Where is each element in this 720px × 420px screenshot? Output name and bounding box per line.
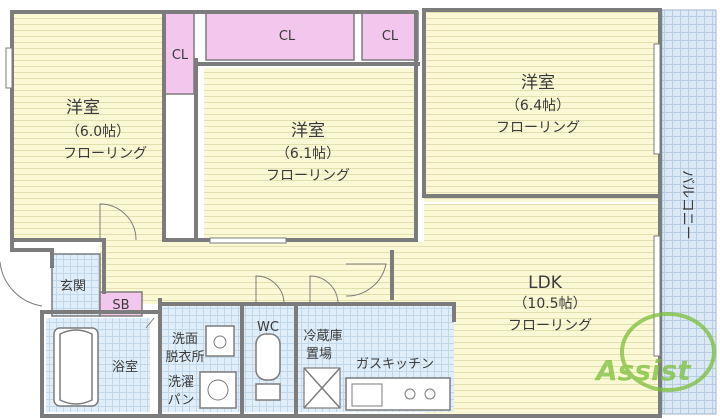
center-bedroom-floor: フローリング xyxy=(266,168,350,184)
ldk-size: （10.5帖） xyxy=(513,296,586,312)
center-bedroom xyxy=(204,68,416,242)
washer-pan xyxy=(199,371,237,409)
windows xyxy=(5,43,661,357)
ldk-floor: フローリング xyxy=(508,318,592,334)
closet-1 xyxy=(163,11,195,95)
east-bedroom-size: （6.4帖） xyxy=(506,98,570,114)
washbasin xyxy=(205,325,235,357)
east-bedroom-name: 洋室 xyxy=(521,73,555,93)
bathroom-label: 浴室 xyxy=(112,359,138,375)
assist-logo: Assist xyxy=(594,312,716,392)
kitchen-counter xyxy=(345,377,451,411)
west-bedroom xyxy=(12,12,164,240)
closet-2-label: CL xyxy=(279,29,296,44)
door-swings xyxy=(0,203,387,329)
washroom-label-2: 脱衣所 xyxy=(165,349,204,365)
balcony-label: バルコニー xyxy=(679,170,695,240)
entrance xyxy=(51,253,101,317)
toilet xyxy=(255,333,281,381)
center-bedroom-size: （6.1帖） xyxy=(276,146,340,162)
entrance-label: 玄関 xyxy=(60,279,86,294)
west-bedroom-floor: フローリング xyxy=(63,146,147,162)
center-bedroom-name: 洋室 xyxy=(291,121,325,141)
closet-1-label: CL xyxy=(172,48,189,63)
kitchen-label: ガスキッチン xyxy=(356,357,434,372)
closet-3-label: CL xyxy=(382,29,399,44)
ldk-name: LDK xyxy=(528,273,563,293)
east-bedroom xyxy=(424,10,658,202)
balcony xyxy=(661,9,717,415)
assist-logo-text: Assist xyxy=(594,354,692,387)
washroom-label-1: 洗面 xyxy=(172,332,198,347)
shoe-box-label: SB xyxy=(112,298,129,313)
toilet-label: WC xyxy=(257,320,279,335)
fridge-label-1: 冷蔵庫 xyxy=(303,329,342,344)
fridge-label-2: 置場 xyxy=(306,347,332,362)
washer-pan-label-2: パン xyxy=(168,393,195,408)
bathtub xyxy=(53,327,99,407)
washer-pan-label-1: 洗濯 xyxy=(168,375,194,390)
west-bedroom-size: （6.0帖） xyxy=(66,124,130,140)
west-bedroom-name: 洋室 xyxy=(66,98,100,118)
east-bedroom-floor: フローリング xyxy=(496,120,580,136)
